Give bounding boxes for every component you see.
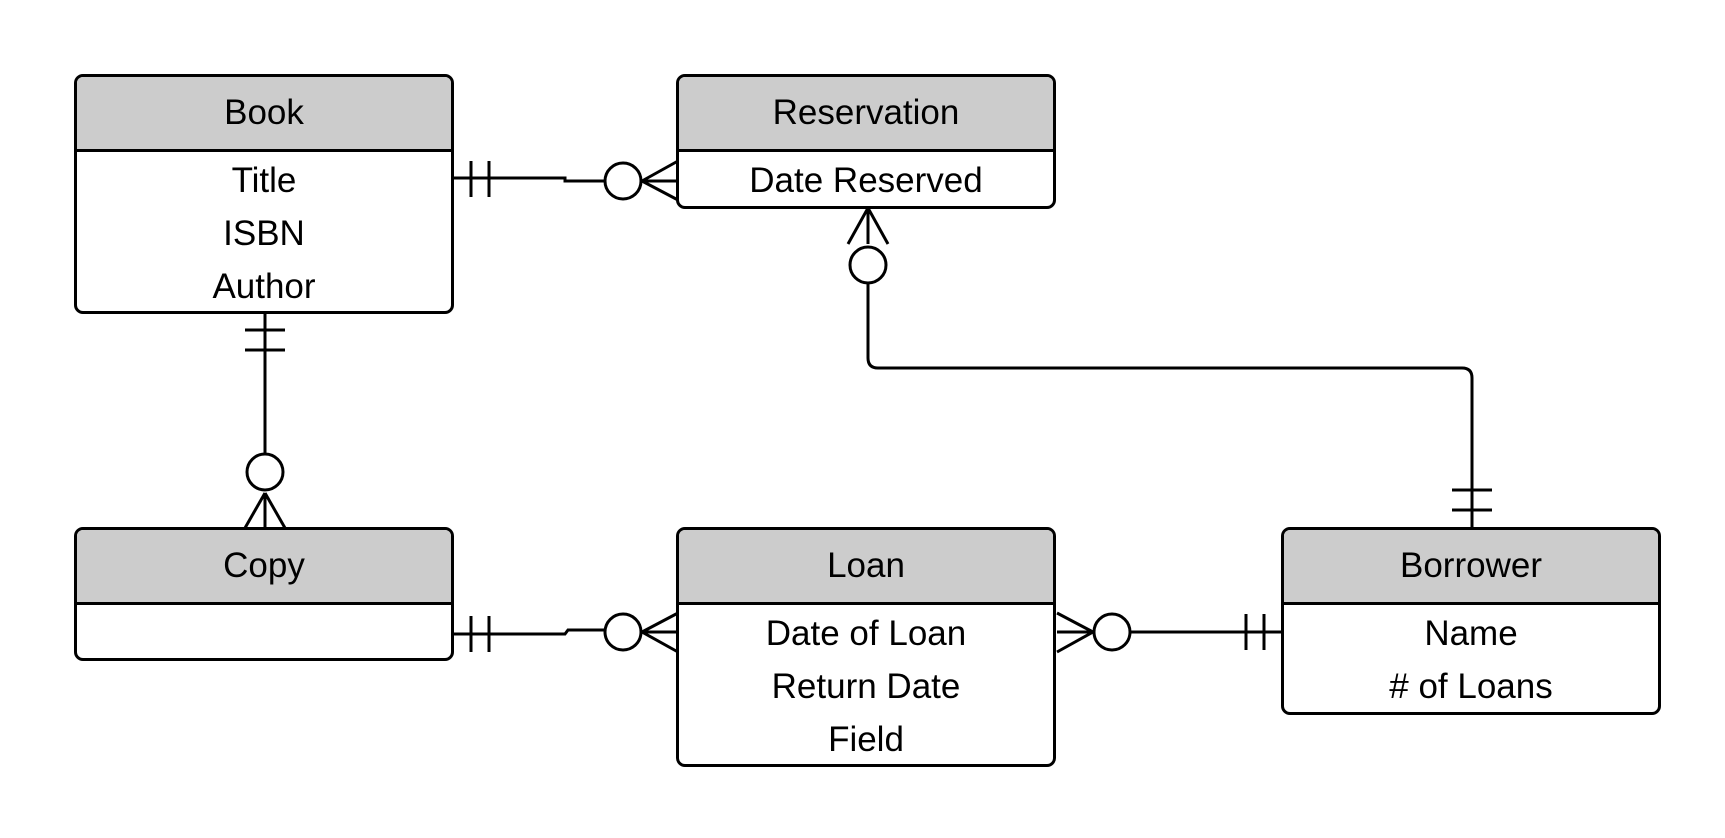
crowfoot-mark: [263, 492, 287, 529]
entity-fields: Date Reserved: [679, 152, 1053, 206]
zero-circle-mark: [245, 452, 285, 492]
entity-title: Reservation: [679, 77, 1053, 152]
crowfoot-mark: [641, 179, 679, 202]
entity-fields: [77, 605, 451, 607]
field-title: Title: [231, 161, 297, 200]
relationship-copy-loan: [452, 611, 679, 654]
field-return-date: Return Date: [771, 667, 961, 706]
relationship-book-copy: [243, 314, 287, 529]
field-date-of-loan: Date of Loan: [765, 614, 967, 653]
crowfoot-mark: [641, 611, 679, 634]
relationship-borrower-reservation: [846, 207, 1492, 528]
relationship-borrower-loan: [1056, 611, 1283, 654]
relationship-book-reservation: [452, 159, 679, 202]
entity-book[interactable]: Book Title ISBN Author: [74, 74, 454, 314]
entity-title: Book: [77, 77, 451, 152]
entity-fields: Date of Loan Return Date Field: [679, 605, 1053, 764]
entity-title: Loan: [679, 530, 1053, 605]
zero-circle-mark: [1092, 612, 1132, 652]
zero-circle-mark: [603, 161, 643, 201]
crowfoot-mark: [641, 159, 679, 183]
zero-circle-mark: [603, 612, 643, 652]
entity-borrower[interactable]: Borrower Name # of Loans: [1281, 527, 1661, 715]
entity-fields: Name # of Loans: [1284, 605, 1658, 712]
entity-reservation[interactable]: Reservation Date Reserved: [676, 74, 1056, 209]
entity-copy[interactable]: Copy: [74, 527, 454, 661]
crowfoot-mark: [846, 207, 870, 245]
entity-title: Borrower: [1284, 530, 1658, 605]
field-date-reserved: Date Reserved: [749, 161, 983, 200]
crowfoot-mark: [243, 492, 267, 529]
entity-title: Copy: [77, 530, 451, 605]
field-isbn: ISBN: [223, 214, 305, 253]
crowfoot-mark: [641, 630, 679, 654]
field-author: Author: [212, 267, 316, 306]
field-name: Name: [1424, 614, 1518, 653]
field-number-of-loans: # of Loans: [1389, 667, 1553, 706]
crowfoot-mark: [1056, 630, 1094, 654]
crowfoot-mark: [1056, 611, 1094, 634]
zero-circle-mark: [848, 245, 888, 285]
entity-fields: Title ISBN Author: [77, 152, 451, 311]
entity-loan[interactable]: Loan Date of Loan Return Date Field: [676, 527, 1056, 767]
field-field: Field: [828, 720, 904, 759]
crowfoot-mark: [866, 207, 890, 245]
